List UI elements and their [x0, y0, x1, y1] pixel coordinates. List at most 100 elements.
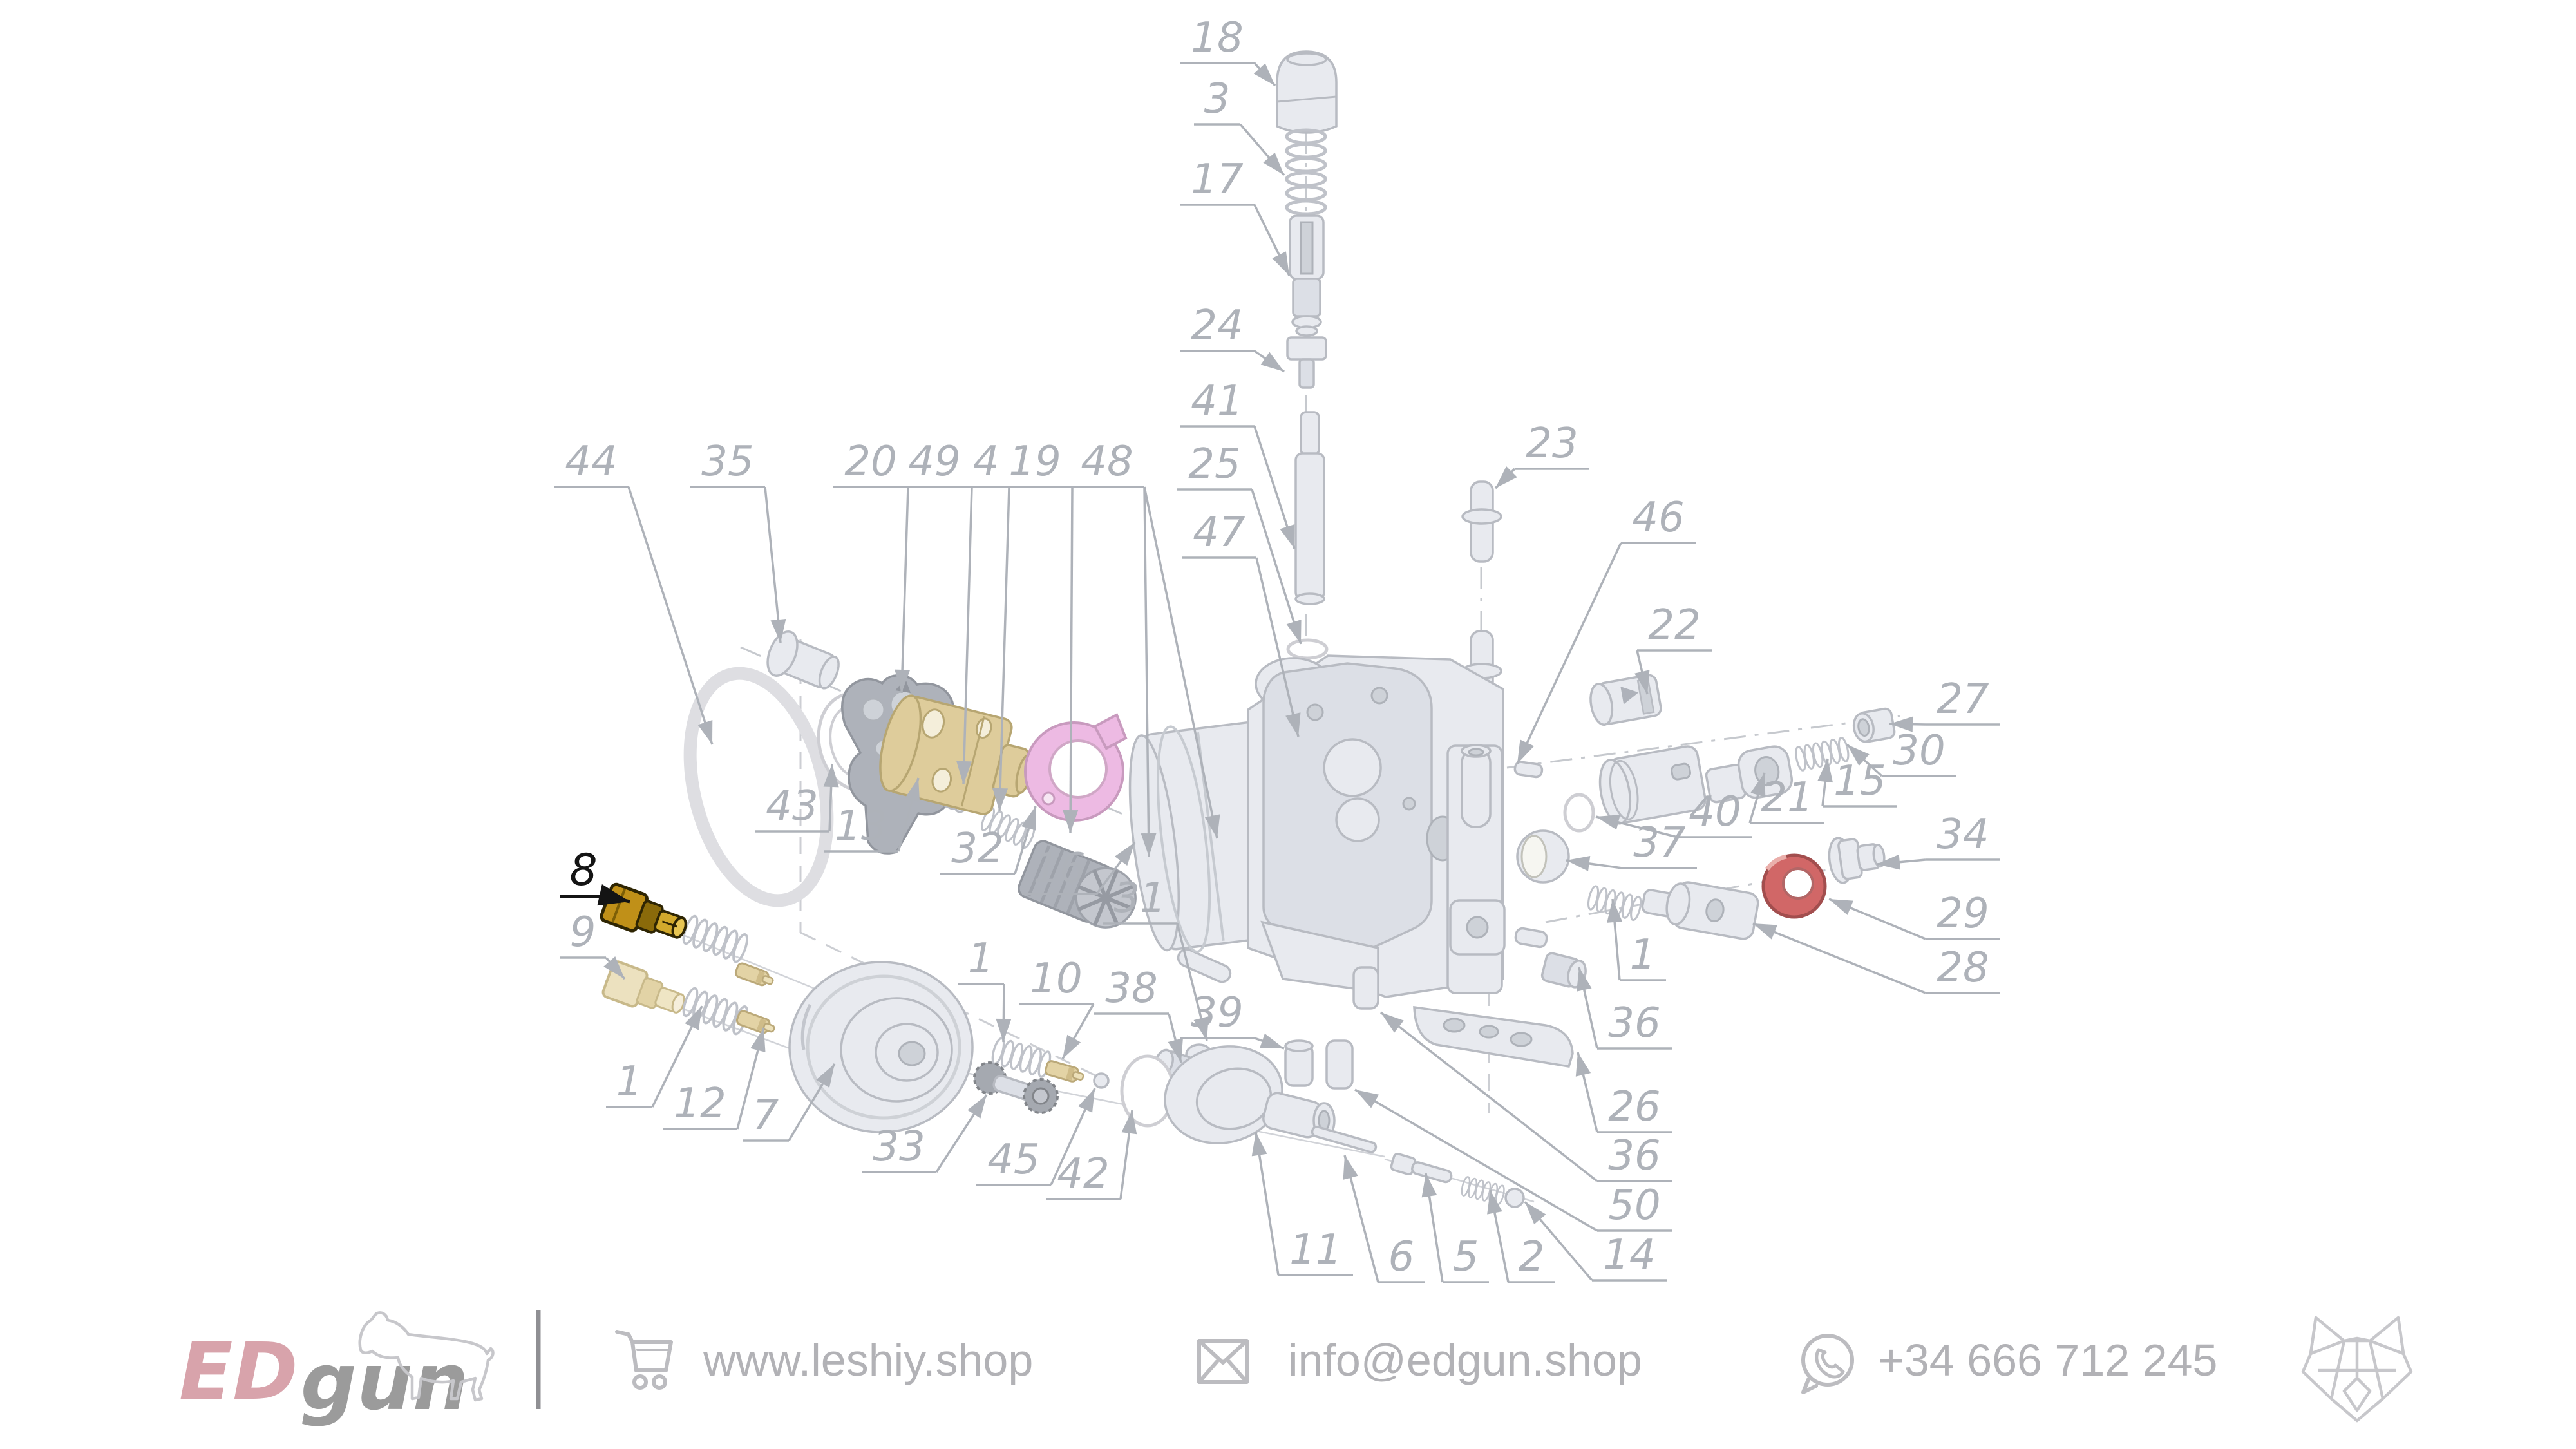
part-6-rod — [1311, 1125, 1378, 1153]
svg-text:30: 30 — [1893, 727, 1945, 775]
part-label-33: 33 — [862, 1094, 988, 1173]
diagram-group: 1831724412547443520494194823462227301521… — [554, 14, 2000, 1283]
svg-text:25: 25 — [1188, 440, 1240, 488]
part-label-47: 47 — [1182, 509, 1301, 737]
part-label-49: 49 — [897, 438, 973, 785]
svg-text:24: 24 — [1191, 302, 1243, 350]
part-2-spring — [1459, 1175, 1507, 1206]
part-label-41: 41 — [1180, 377, 1296, 549]
website-link[interactable]: www.leshiy.shop — [703, 1335, 1033, 1385]
part-7-piston — [788, 961, 974, 1133]
part-label-32: 32 — [940, 806, 1037, 875]
svg-text:48: 48 — [1081, 438, 1133, 486]
part-label-13: 13 — [824, 777, 920, 853]
part-26-trigger-bar — [1413, 1005, 1574, 1068]
part-label-36: 36 — [1577, 967, 1672, 1050]
phone-link[interactable]: +34 666 712 245 — [1878, 1335, 2217, 1385]
part-25-oring — [1286, 638, 1329, 660]
part-label-50: 50 — [1354, 1088, 1672, 1232]
part-label-4: 4 — [963, 438, 1010, 812]
part-label-46: 46 — [1516, 494, 1696, 764]
email-link[interactable]: info@edgun.shop — [1288, 1335, 1642, 1385]
part-13-hammer — [879, 694, 1034, 815]
part-12-screw — [734, 1009, 777, 1037]
svg-text:4: 4 — [973, 438, 999, 486]
part-5-pin — [1390, 1152, 1453, 1184]
svg-text:14: 14 — [1603, 1231, 1655, 1279]
part-label-10: 10 — [1019, 955, 1095, 1059]
svg-text:6: 6 — [1388, 1233, 1415, 1281]
part-37-cap — [1516, 829, 1570, 884]
svg-text:7: 7 — [753, 1092, 779, 1139]
part-21-valve — [1705, 745, 1794, 804]
svg-text:32: 32 — [951, 825, 1003, 873]
part-34-bushing — [1828, 837, 1886, 884]
svg-text:40: 40 — [1689, 788, 1741, 836]
svg-text:9: 9 — [570, 909, 596, 956]
part-label-26: 26 — [1575, 1052, 1672, 1133]
svg-text:46: 46 — [1632, 494, 1684, 542]
svg-text:27: 27 — [1937, 676, 1989, 723]
svg-text:34: 34 — [1937, 811, 1989, 858]
part-50-pin — [1325, 1039, 1354, 1090]
svg-text:44: 44 — [565, 438, 617, 486]
part-label-24: 24 — [1180, 302, 1285, 373]
svg-text:17: 17 — [1191, 156, 1244, 204]
part-39-pin — [1284, 1039, 1314, 1087]
part-label-8[interactable]: 8 — [560, 845, 630, 906]
highlighted-part-group: 8 — [560, 845, 692, 948]
svg-text:39: 39 — [1191, 989, 1243, 1037]
svg-text:12: 12 — [674, 1080, 726, 1128]
part-label-17: 17 — [1180, 156, 1291, 276]
part-label-39: 39 — [1180, 989, 1285, 1050]
part-label-11: 11 — [1251, 1132, 1353, 1276]
svg-text:37: 37 — [1633, 819, 1686, 867]
part-label-29: 29 — [1828, 890, 2000, 940]
highlighted-callout: 8 — [560, 845, 630, 906]
svg-text:29: 29 — [1937, 890, 1989, 938]
part-label-35: 35 — [690, 438, 786, 643]
part-label-21: 21 — [1748, 772, 1824, 824]
svg-text:19: 19 — [1009, 438, 1061, 486]
part-36-pin — [1352, 966, 1379, 1010]
svg-text:26: 26 — [1608, 1083, 1660, 1131]
part-17-valve — [1289, 214, 1325, 337]
svg-text:38: 38 — [1105, 965, 1157, 1012]
part-40-oring — [1563, 793, 1595, 833]
part-label-1: 1 — [958, 935, 1012, 1043]
brand-logo-text: EDgun — [179, 1326, 469, 1428]
cart-icon — [615, 1330, 673, 1390]
svg-text:42: 42 — [1057, 1150, 1109, 1198]
part-label-45: 45 — [976, 1088, 1096, 1186]
part-label-42: 42 — [1046, 1110, 1137, 1200]
whatsapp-icon — [1801, 1334, 1854, 1394]
part-8-fitting-highlighted[interactable] — [600, 882, 692, 948]
svg-text:5: 5 — [1453, 1233, 1479, 1281]
part-label-14: 14 — [1524, 1200, 1667, 1282]
part-label-19: 19 — [998, 438, 1079, 834]
part-32-pink-ring — [1024, 713, 1128, 822]
part-label-44: 44 — [554, 438, 714, 745]
part-27-bushing — [1852, 707, 1896, 743]
part-10-screw — [1043, 1059, 1086, 1085]
part-14-ball — [1504, 1188, 1525, 1208]
part-label-20: 20 — [833, 438, 911, 694]
svg-text:3: 3 — [1204, 75, 1231, 123]
part-label-31: 31 — [1103, 875, 1209, 1041]
svg-text:45: 45 — [987, 1136, 1039, 1184]
part-label-2: 2 — [1487, 1189, 1555, 1283]
svg-text:16: 16 — [1033, 845, 1085, 893]
part-label-27: 27 — [1889, 676, 2000, 732]
part-label-9: 9 — [560, 909, 626, 980]
part-label-25: 25 — [1177, 440, 1302, 645]
brand-ed: ED — [179, 1326, 298, 1417]
svg-text:1: 1 — [968, 935, 994, 983]
part-3-spring — [1287, 130, 1325, 214]
part-label-1: 1 — [1607, 898, 1666, 981]
part-label-36: 36 — [1379, 1011, 1672, 1182]
part-8-spring — [679, 913, 752, 965]
part-21-sleeve — [1598, 745, 1707, 825]
svg-text:50: 50 — [1608, 1182, 1660, 1229]
